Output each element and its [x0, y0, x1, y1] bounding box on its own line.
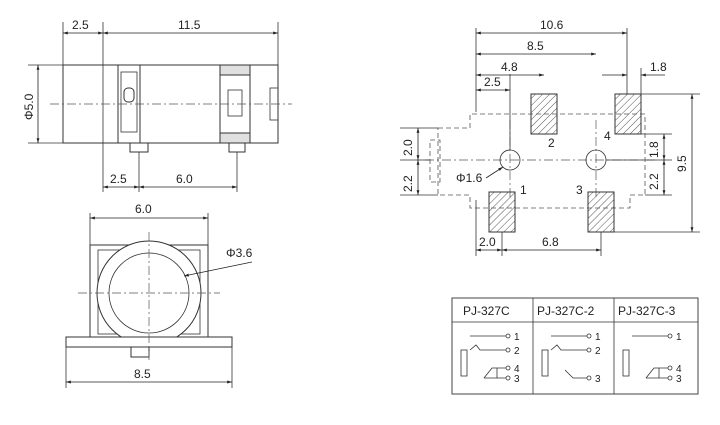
fp-dim-hole: Φ1.6	[456, 171, 483, 185]
fp-dim-2-0-left: 2.0	[401, 139, 415, 156]
c2-pin-3: 3	[595, 374, 601, 385]
c3-pin-3: 3	[676, 374, 682, 385]
side-dim-left: 2.5	[72, 18, 89, 32]
fp-dim-2-2-left: 2.2	[401, 175, 415, 192]
front-dim-hole: Φ3.6	[226, 246, 253, 260]
fp-dim-2-2-right: 2.2	[647, 173, 661, 190]
fp-dim-9-5: 9.5	[675, 155, 689, 172]
front-view: 6.0 Φ3.6 8.5	[65, 202, 253, 388]
side-view: 2.5 11.5 Φ5.0 2.5 6.0	[22, 18, 292, 192]
fp-dim-2-5: 2.5	[484, 75, 501, 89]
c3-pin-4: 4	[676, 364, 682, 375]
footprint-view: 2 4 1 3 10.6 8.5 4.8 2.5 1.8 2.0 2.2 Φ1.…	[400, 18, 700, 256]
c1-pin-3: 3	[514, 374, 520, 385]
fp-dim-2-0-bottom: 2.0	[479, 235, 496, 249]
front-dim-width: 6.0	[135, 202, 152, 216]
c1-pin-2: 2	[514, 346, 520, 357]
fp-dim-4-8: 4.8	[501, 60, 518, 74]
table-header-3: PJ-327C-3	[618, 304, 676, 318]
front-dim-base: 8.5	[134, 367, 151, 381]
table-header-1: PJ-327C	[463, 304, 510, 318]
c2-pin-1: 1	[595, 332, 601, 343]
fp-dim-1-8-right: 1.8	[647, 141, 661, 158]
c1-pin-4: 4	[514, 364, 520, 375]
side-dim-pin-b: 6.0	[176, 172, 193, 186]
c3-pin-1: 1	[676, 332, 682, 343]
side-dim-pin-a: 2.5	[110, 172, 127, 186]
table-header-2: PJ-327C-2	[537, 304, 595, 318]
pad-label-3: 3	[576, 183, 583, 197]
pad-label-1: 1	[520, 183, 527, 197]
c1-pin-1: 1	[514, 332, 520, 343]
side-dim-total: 11.5	[178, 18, 201, 32]
fp-dim-8-5: 8.5	[527, 39, 544, 53]
c2-pin-2: 2	[595, 346, 601, 357]
pad-label-4: 4	[604, 129, 611, 143]
fp-dim-10-6: 10.6	[540, 18, 564, 32]
fp-dim-1-8-top: 1.8	[650, 60, 667, 74]
side-dim-diameter: Φ5.0	[22, 93, 36, 120]
schematic-table: PJ-327C PJ-327C-2 PJ-327C-3 1 2 4 3 1 2 …	[451, 297, 699, 395]
pad-label-2: 2	[548, 136, 555, 150]
fp-dim-6-8: 6.8	[542, 235, 559, 249]
